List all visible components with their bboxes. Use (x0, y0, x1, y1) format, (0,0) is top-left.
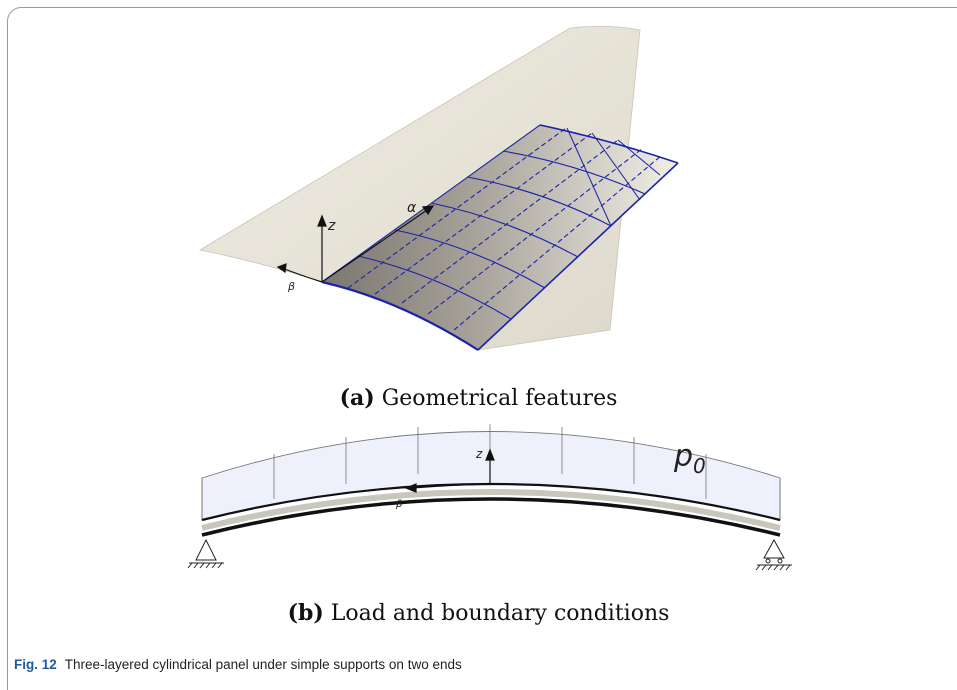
panel-b-axis-z: z (475, 447, 483, 461)
load-arrows (201, 424, 781, 520)
panel-b-axis-beta: β (395, 499, 403, 510)
panel-b-beam (201, 424, 781, 537)
panel-a-axis-beta: β (287, 280, 295, 293)
figure-caption: Fig. 12 Three-layered cylindrical panel u… (14, 657, 462, 672)
panel-a-axis-z: z (327, 218, 336, 234)
mesh-patch (322, 125, 678, 350)
panel-a-shell (198, 26, 679, 351)
load-label: p0 (673, 439, 706, 478)
figure-caption-text: Three-layered cylindrical panel under si… (64, 657, 462, 672)
panel-b-axes (404, 448, 495, 493)
figure-frame (7, 7, 957, 690)
figure-label: Fig. 12 (14, 657, 57, 672)
right-support (755, 538, 792, 571)
panel-a-axis-alpha: α (407, 200, 417, 216)
panel-a-axes (276, 205, 435, 283)
left-support (187, 538, 224, 569)
panel-b-caption: (b) Load and boundary conditions (287, 600, 670, 626)
panel-a-caption: (a) Geometrical features (339, 385, 618, 411)
mesh-lines (321, 124, 679, 351)
